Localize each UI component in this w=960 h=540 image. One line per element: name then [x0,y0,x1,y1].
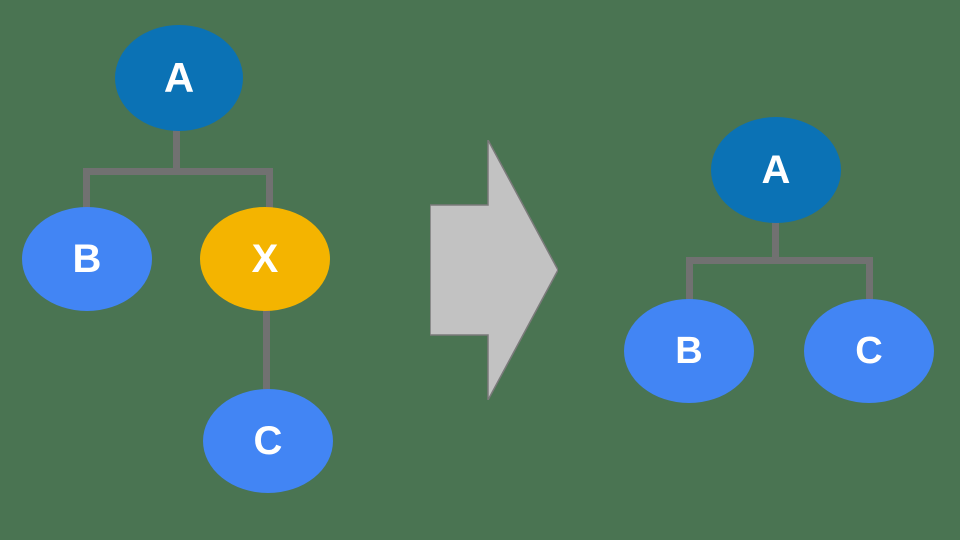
edge-left-a-to-x [266,168,273,214]
edge-after-horizontal-bar [686,257,873,264]
node-before-c[interactable]: C [203,389,333,493]
node-before-b[interactable]: B [22,207,152,311]
edge-left-horizontal-bar [83,168,273,175]
edge-after-a-to-c [866,257,873,305]
node-after-b[interactable]: B [624,299,754,403]
node-after-a[interactable]: A [711,117,841,223]
node-before-a[interactable]: A [115,25,243,131]
transform-arrow-icon [430,140,558,400]
node-after-c-label: C [855,330,883,372]
edge-left-a-to-b [83,168,90,214]
edge-left-a-stem [173,126,180,172]
node-before-b-label: B [72,237,102,281]
node-before-c-label: C [253,419,283,463]
node-before-x[interactable]: X [200,207,330,311]
node-before-x-label: X [251,237,279,281]
node-after-a-label: A [761,148,791,192]
node-after-c[interactable]: C [804,299,934,403]
edge-after-a-stem [772,218,779,263]
node-after-b-label: B [675,330,703,372]
edge-left-x-to-c [263,305,270,395]
node-before-a-label: A [163,54,195,101]
edge-after-a-to-b [686,257,693,305]
